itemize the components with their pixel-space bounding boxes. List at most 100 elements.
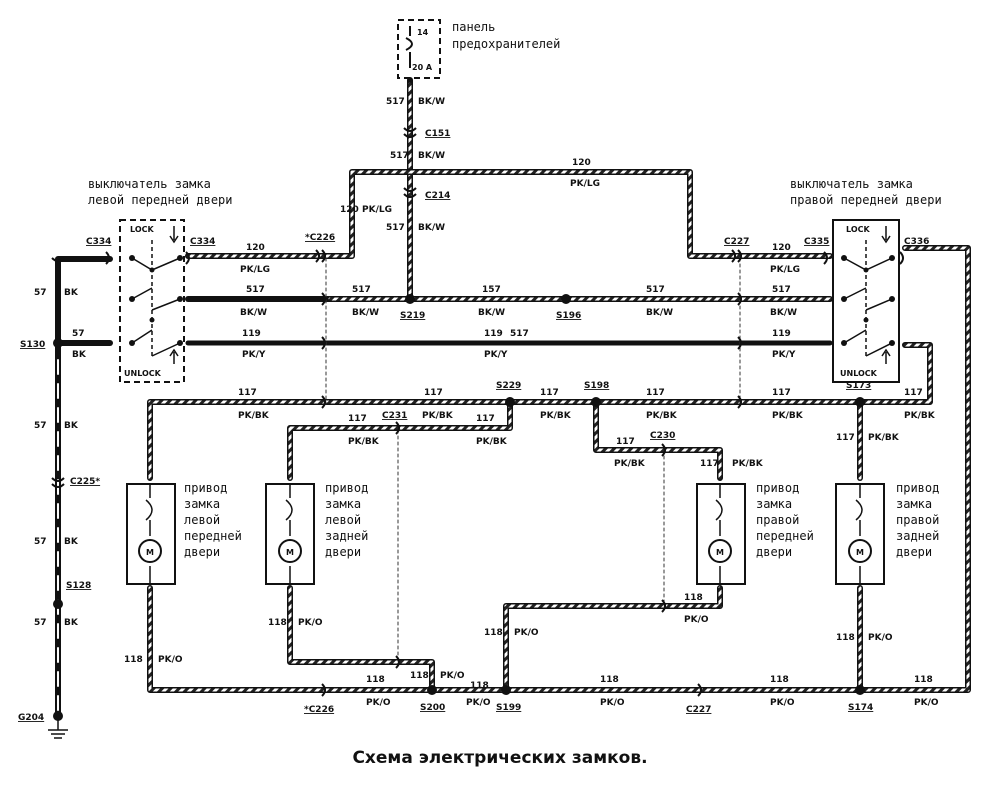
circuit-517: 517 [646, 285, 665, 295]
circuit-pko: PK/O [466, 698, 491, 708]
circuit-bkw: BK/W [646, 308, 673, 318]
circuit-labels: 517 BK/W 517 BK/W 517 BK/W 120 PK/LG 120… [34, 97, 939, 708]
circuit-120: 120 [246, 243, 265, 253]
circuit-bkw: BK/W [478, 308, 505, 318]
circuit-bkw: BK/W [352, 308, 379, 318]
circuit-pky: PK/Y [772, 350, 796, 360]
actuator-left-rear: M привод замка левой задней двери [265, 481, 368, 585]
label-s199: S199 [496, 703, 521, 713]
circuit-pkbk: PK/BK [614, 459, 646, 469]
circuit-117: 117 [772, 388, 791, 398]
motor-label: M [856, 548, 864, 557]
fuse-rating: 20 A [412, 63, 433, 72]
circuit-pkbk: PK/BK [238, 411, 270, 421]
actuator-lr-line-2: замка [325, 497, 361, 511]
circuit-bkw: BK/W [418, 97, 445, 107]
label-s173: S173 [846, 381, 871, 391]
right-switch-title-1: выключатель замка [790, 177, 913, 191]
circuit-119: 119 [484, 329, 503, 339]
circuit-517: 517 [772, 285, 791, 295]
actuator-rf-line-2: замка [756, 497, 792, 511]
circuit-pkbk: PK/BK [348, 437, 380, 447]
circuit-pko: PK/O [366, 698, 391, 708]
circuit-117: 117 [540, 388, 559, 398]
circuit-bk: BK [64, 288, 79, 298]
circuit-517: 517 [390, 151, 409, 161]
right-switch-unlock: UNLOCK [840, 369, 878, 378]
left-switch-title-1: выключатель замка [88, 177, 211, 191]
circuit-118: 118 [684, 593, 703, 603]
label-c214: C214 [425, 191, 450, 201]
actuator-rf-line-5: двери [756, 545, 792, 559]
left-switch-unlock: UNLOCK [124, 369, 162, 378]
circuit-bkw: BK/W [418, 151, 445, 161]
label-c227-bottom: C227 [686, 705, 711, 715]
motor-label: M [716, 548, 724, 557]
circuit-pko: PK/O [770, 698, 795, 708]
label-g204: G204 [18, 713, 44, 723]
circuit-517: 517 [386, 97, 405, 107]
circuit-pko: PK/O [914, 698, 939, 708]
circuit-517: 517 [246, 285, 265, 295]
wire-57-bk [55, 256, 113, 719]
actuator-lf-line-5: двери [184, 545, 220, 559]
label-c226-bottom: *C226 [304, 705, 334, 715]
actuator-rr-line-1: привод [896, 481, 939, 495]
splice-dots [53, 294, 865, 721]
circuit-57: 57 [72, 329, 85, 339]
circuit-118: 118 [470, 681, 489, 691]
circuit-bk: BK [64, 537, 79, 547]
actuator-lf-line-1: привод [184, 481, 227, 495]
circuit-bk: BK [64, 421, 79, 431]
circuit-pklg: PK/LG [362, 205, 392, 215]
circuit-pkbk: PK/BK [422, 411, 454, 421]
circuit-pklg: PK/LG [570, 179, 600, 189]
diagram-caption: Схема электрических замков. [352, 748, 648, 768]
label-c151: C151 [425, 129, 450, 139]
label-c231: C231 [382, 411, 407, 421]
circuit-pkbk: PK/BK [540, 411, 572, 421]
circuit-pkbk: PK/BK [904, 411, 936, 421]
circuit-57: 57 [34, 288, 47, 298]
circuit-pkbk: PK/BK [772, 411, 804, 421]
ground-symbol [48, 720, 68, 739]
circuit-pklg: PK/LG [770, 265, 800, 275]
label-s219: S219 [400, 311, 425, 321]
actuator-lr-line-5: двери [325, 545, 361, 559]
circuit-57: 57 [34, 537, 47, 547]
label-s196: S196 [556, 311, 581, 321]
label-c336: C336 [904, 237, 929, 247]
circuit-117: 117 [700, 459, 719, 469]
circuit-pklg: PK/LG [240, 265, 270, 275]
actuator-left-front: M привод замка левой передней двери [126, 481, 242, 585]
circuit-117: 117 [836, 433, 855, 443]
fuse-panel: 14 20 A панель предохранителей [397, 19, 560, 79]
circuit-pko: PK/O [158, 655, 183, 665]
circuit-119: 119 [242, 329, 261, 339]
circuit-118: 118 [600, 675, 619, 685]
circuit-117: 117 [238, 388, 257, 398]
circuit-pko: PK/O [298, 618, 323, 628]
circuit-pko: PK/O [600, 698, 625, 708]
label-c227-top: C227 [724, 237, 749, 247]
circuit-bkw: BK/W [240, 308, 267, 318]
connector-labels: C151 C214 *C226 C227 C334 C334 C335 C336… [18, 129, 929, 723]
circuit-bk: BK [72, 350, 87, 360]
actuator-lf-line-3: левой [184, 513, 220, 527]
label-s200: S200 [420, 703, 445, 713]
circuit-118: 118 [770, 675, 789, 685]
actuator-lr-line-3: левой [325, 513, 361, 527]
circuit-118: 118 [836, 633, 855, 643]
connector-dashes [325, 257, 741, 665]
actuator-rf-line-1: привод [756, 481, 799, 495]
right-switch-lock: LOCK [846, 225, 870, 234]
label-c334-left: C334 [86, 237, 111, 247]
label-s198: S198 [584, 381, 609, 391]
circuit-57: 57 [34, 618, 47, 628]
circuit-117: 117 [476, 414, 495, 424]
label-s128: S128 [66, 581, 91, 591]
label-c225: C225* [70, 477, 100, 487]
circuit-pko: PK/O [684, 615, 709, 625]
circuit-bkw: BK/W [418, 223, 445, 233]
label-c335: C335 [804, 237, 829, 247]
